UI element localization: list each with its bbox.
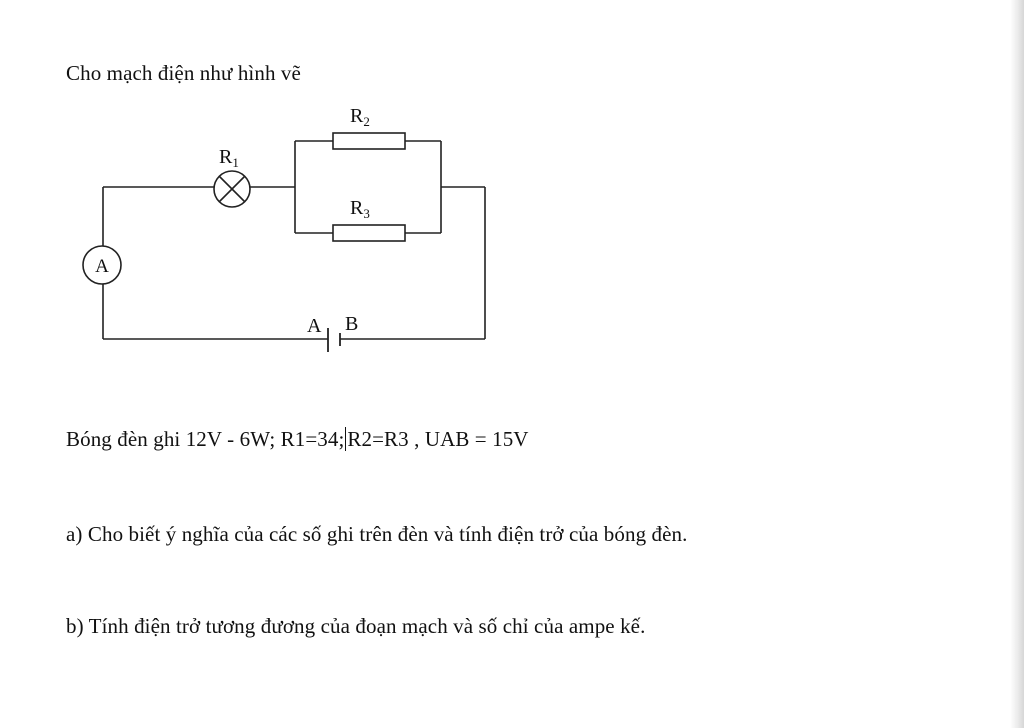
- question-b: b) Tính điện trở tương đương của đoạn mạ…: [66, 614, 646, 638]
- label-r3: R3: [350, 197, 370, 221]
- label-r2: R2: [350, 105, 370, 129]
- label-ammeter: A: [95, 256, 109, 277]
- ammeter-icon: [82, 245, 122, 285]
- given-part-2: R2=R3 , UAB = 15V: [347, 427, 529, 451]
- page-edge-shadow: [1010, 0, 1024, 728]
- resistor-r3: [332, 224, 406, 242]
- lamp-r1-icon: [213, 170, 251, 208]
- label-node-b: B: [345, 313, 358, 335]
- label-r1: R1: [219, 146, 239, 170]
- label-node-a: A: [307, 315, 322, 337]
- given-data-line: Bóng đèn ghi 12V - 6W; R1=34;R2=R3 , UAB…: [66, 427, 529, 452]
- intro-text: Cho mạch điện như hình vẽ: [66, 61, 301, 85]
- text-cursor: [345, 427, 347, 451]
- resistor-r2: [332, 132, 406, 150]
- question-a: a) Cho biết ý nghĩa của các số ghi trên …: [66, 522, 688, 546]
- given-part-1: Bóng đèn ghi 12V - 6W; R1=34;: [66, 427, 345, 451]
